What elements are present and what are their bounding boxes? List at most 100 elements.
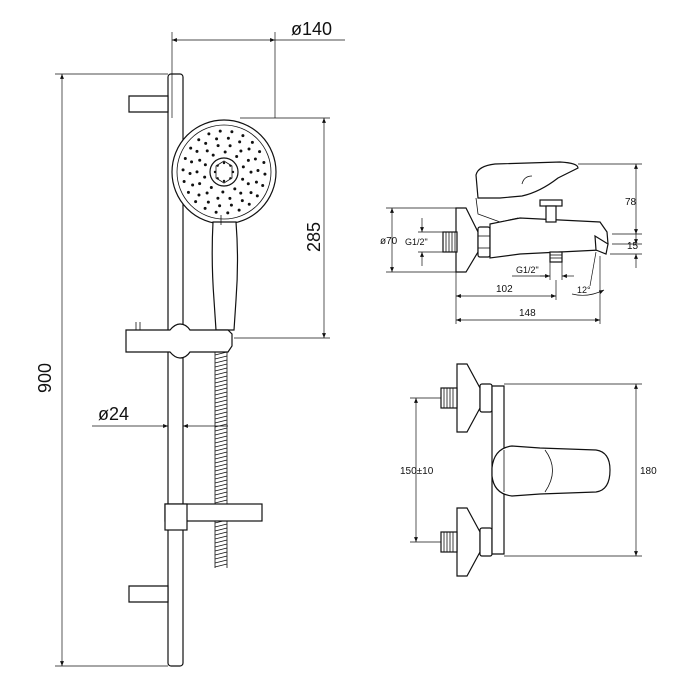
hose-braid xyxy=(214,559,228,564)
hose-holder xyxy=(164,503,263,531)
dim-outlet-thread: G1/2" xyxy=(512,262,574,280)
hose-braid xyxy=(214,551,228,556)
hose-braid xyxy=(214,351,228,356)
dim-spout-15-label: 15 xyxy=(627,241,639,252)
dim-rail-diameter: ø24 xyxy=(92,404,228,428)
dim-total-height-label: 900 xyxy=(35,363,55,393)
dim-flange-diameter-label: ø70 xyxy=(380,236,398,247)
hose-braid xyxy=(214,451,228,456)
hose-braid xyxy=(214,487,228,492)
nozzle xyxy=(239,149,243,153)
hose-braid xyxy=(214,479,228,484)
nozzle xyxy=(241,177,245,181)
side-flange xyxy=(455,207,479,273)
nozzle xyxy=(205,191,209,195)
nozzle xyxy=(182,180,186,184)
hose-braid xyxy=(214,495,228,500)
nozzle xyxy=(241,165,245,169)
nozzle xyxy=(188,172,192,176)
dim-centers-label: 150±10 xyxy=(400,466,434,477)
hose-braid xyxy=(214,563,228,568)
hose-braid xyxy=(214,359,228,364)
slider-holder xyxy=(125,322,233,359)
dim-length-102: 102 xyxy=(455,272,557,324)
spray-nozzles xyxy=(181,129,267,215)
nozzle xyxy=(191,183,195,187)
nozzle xyxy=(249,191,253,195)
hose-braid xyxy=(214,435,228,440)
hose-braid xyxy=(214,423,228,428)
nozzle xyxy=(239,191,243,195)
shower-hose xyxy=(214,351,228,568)
hose-braid xyxy=(214,431,228,436)
hose-braid xyxy=(214,539,228,544)
dim-height-180: 180 xyxy=(504,383,657,557)
dim-length-102-label: 102 xyxy=(496,284,513,295)
nozzle xyxy=(198,158,202,162)
nozzle xyxy=(190,160,194,164)
dim-flange-diameter: ø70 xyxy=(380,207,456,273)
hose-braid xyxy=(214,467,228,472)
nozzle xyxy=(216,196,220,200)
nozzle xyxy=(204,141,208,145)
dim-centers: 150±10 xyxy=(400,397,441,543)
dim-outlet-thread-label: G1/2" xyxy=(516,265,539,275)
top-lower-thread xyxy=(440,531,458,553)
hose-braid xyxy=(214,459,228,464)
hose-braid xyxy=(214,395,228,400)
nozzle xyxy=(215,137,219,141)
nozzle xyxy=(261,184,265,188)
nozzle xyxy=(203,175,207,179)
nozzle xyxy=(258,150,262,154)
nozzle xyxy=(226,211,230,215)
mixer-top-view: 150±10 180 xyxy=(400,363,657,577)
hose-braid xyxy=(214,523,228,528)
hose-braid xyxy=(214,427,228,432)
nozzle xyxy=(241,134,245,138)
top-wall-bracket xyxy=(128,95,169,113)
hose-braid xyxy=(214,475,228,480)
dim-height-180-label: 180 xyxy=(640,466,657,477)
hose-braid xyxy=(214,367,228,372)
hose-braid xyxy=(214,415,228,420)
nozzle xyxy=(211,153,215,157)
hose-braid xyxy=(214,455,228,460)
nozzle xyxy=(186,190,190,194)
dim-inlet-thread-label: G1/2" xyxy=(405,237,428,247)
nozzle xyxy=(213,170,217,174)
hose-braid xyxy=(214,383,228,388)
dim-angle-label: 12° xyxy=(577,285,591,295)
nozzle xyxy=(229,164,232,167)
hand-shower-handle xyxy=(211,221,239,331)
side-inlet-thread xyxy=(442,231,458,253)
hose-braid xyxy=(214,535,228,540)
hose-braid xyxy=(214,371,228,376)
nozzle xyxy=(203,206,207,210)
nozzle xyxy=(195,149,199,153)
nozzle xyxy=(223,150,227,154)
nozzle xyxy=(249,170,253,174)
dim-spout-15: 15 xyxy=(610,230,642,268)
nozzle xyxy=(229,177,232,180)
dim-head-height: 285 xyxy=(234,117,330,339)
nozzle xyxy=(263,172,267,176)
top-lower-flange xyxy=(456,507,481,577)
dim-inlet-thread: G1/2" xyxy=(405,218,443,266)
hose-braid xyxy=(214,379,228,384)
nozzle xyxy=(237,208,241,212)
nozzle xyxy=(247,147,251,151)
nozzle xyxy=(197,138,201,142)
top-lever xyxy=(491,445,611,497)
nozzle xyxy=(253,157,257,161)
nozzle xyxy=(235,155,239,159)
hose-braid xyxy=(214,547,228,552)
nozzle xyxy=(195,170,199,174)
side-mixer-body xyxy=(489,217,609,259)
hose-braid xyxy=(214,411,228,416)
hose-braid xyxy=(214,375,228,380)
dim-angle: 12° xyxy=(571,251,605,296)
nozzle xyxy=(216,177,219,180)
hose-braid xyxy=(214,527,228,532)
hose-braid xyxy=(214,443,228,448)
